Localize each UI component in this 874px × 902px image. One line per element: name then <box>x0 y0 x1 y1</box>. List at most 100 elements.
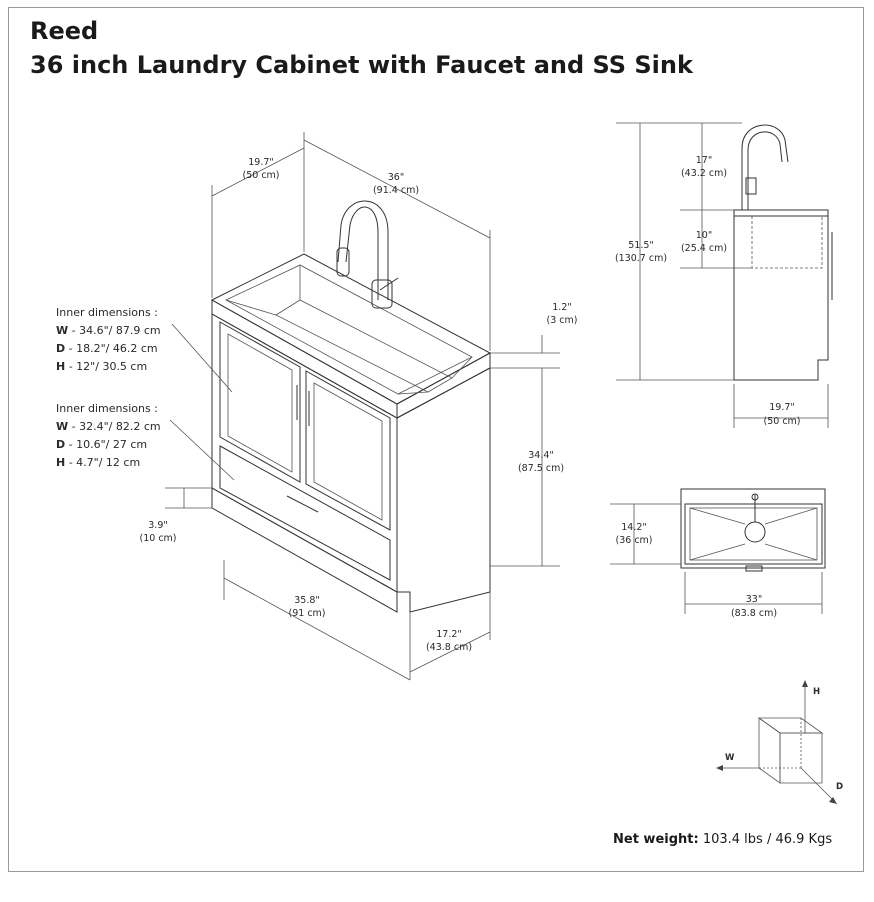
brand-title: Reed <box>30 17 99 45</box>
cabinet-height-label: 34.4" <box>528 450 554 461</box>
toe-kick <box>211 487 398 613</box>
top-drain-outlet <box>745 565 763 572</box>
inner-dimensions-upper: Inner dimensions : W - 34.6"/ 87.9 cm D … <box>56 306 161 373</box>
right-door <box>305 370 391 531</box>
sink-basin-rim <box>225 264 473 395</box>
inner-dimensions-lower: Inner dimensions : W - 32.4"/ 82.2 cm D … <box>56 402 161 469</box>
base-depth-label-cm: (43.8 cm) <box>426 642 472 653</box>
left-door <box>219 321 301 483</box>
depth-top-label-cm: (50 cm) <box>243 170 280 181</box>
net-weight-label: Net weight: <box>613 832 699 847</box>
sink-depth-label-cm: (36 cm) <box>616 535 653 546</box>
cube-face <box>757 717 824 734</box>
drawer-front <box>219 445 391 581</box>
side-faucet-handle <box>745 177 757 195</box>
total-height-label: 51.5" <box>628 240 654 251</box>
base-depth-label: 17.2" <box>436 629 462 640</box>
net-weight-value: 103.4 lbs / 46.9 Kgs <box>698 832 833 847</box>
basin-edge <box>451 356 473 379</box>
base-width-label-cm: (91 cm) <box>289 608 326 619</box>
cabinet-height-label-cm: (87.5 cm) <box>518 463 564 474</box>
w-axis-arrow-icon <box>716 765 723 771</box>
counter-thickness-label: 1.2" <box>552 302 571 313</box>
width-top-dim-line <box>303 139 491 239</box>
depth-top-label: 19.7" <box>248 157 274 168</box>
inner-lower-w: W - 32.4"/ 82.2 cm <box>56 420 161 433</box>
faucet-height-label-cm: (43.2 cm) <box>681 168 727 179</box>
sink-depth-label: 14.2" <box>621 522 647 533</box>
leader-line <box>169 419 235 481</box>
faucet-spout <box>345 206 379 300</box>
inner-upper-w: W - 34.6"/ 87.9 cm <box>56 324 161 337</box>
faucet-base <box>371 279 393 309</box>
toe-kick-label-cm: (10 cm) <box>140 533 177 544</box>
inner-lower-d: D - 10.6"/ 27 cm <box>56 438 147 451</box>
faucet-height-label: 17" <box>696 155 712 166</box>
drawing-frame <box>8 7 864 872</box>
base-width-dim-line <box>223 577 411 681</box>
sink-basin-bottom <box>275 299 453 393</box>
d-axis-label: D <box>836 782 843 792</box>
drawer-handle <box>286 495 319 513</box>
h-axis-label: H <box>813 687 820 697</box>
sink-crease <box>689 507 746 525</box>
countertop-top-face <box>210 253 492 405</box>
leader-line <box>171 323 233 393</box>
top-sink <box>684 503 823 565</box>
d-axis-line <box>800 767 835 802</box>
right-door-panel <box>313 382 383 521</box>
bowl-depth-label: 10" <box>696 230 712 241</box>
sink-crease <box>689 543 746 561</box>
top-sink-inner <box>689 507 818 561</box>
sink-width-label: 33" <box>746 594 762 605</box>
width-top-label: 36" <box>388 172 404 183</box>
cabinet-side <box>396 367 491 613</box>
basin-edge <box>225 299 277 316</box>
top-counter <box>680 488 826 569</box>
axes-cube <box>716 680 837 804</box>
sink-width-label-cm: (83.8 cm) <box>731 608 777 619</box>
product-title: 36 inch Laundry Cabinet with Faucet and … <box>30 51 693 79</box>
front-dimension-lines <box>165 132 560 681</box>
cube-face <box>758 717 781 784</box>
toe-kick-label: 3.9" <box>148 520 167 531</box>
width-top-label-cm: (91.4 cm) <box>373 185 419 196</box>
cabinet-isometric <box>210 200 492 613</box>
depth-top-dim-line <box>211 147 305 197</box>
h-axis-arrow-icon <box>802 680 808 687</box>
inner-lower-h: H - 4.7"/ 12 cm <box>56 456 140 469</box>
inner-lower-heading: Inner dimensions : <box>56 402 158 415</box>
side-basin-hidden <box>751 216 823 269</box>
counter-thickness-label-cm: (3 cm) <box>547 315 578 326</box>
d-axis-arrow-icon <box>829 797 837 804</box>
base-depth-dim-line <box>409 631 491 673</box>
top-view <box>610 488 826 614</box>
sink-crease <box>764 507 818 525</box>
faucet-handle <box>379 277 399 291</box>
side-cabinet <box>733 209 829 381</box>
inner-upper-h: H - 12"/ 30.5 cm <box>56 360 147 373</box>
side-faucet <box>741 124 789 210</box>
side-view <box>616 122 833 428</box>
drain-icon <box>744 521 766 543</box>
countertop-front-face <box>211 299 398 419</box>
side-depth-label-cm: (50 cm) <box>764 416 801 427</box>
sink-crease <box>764 543 818 561</box>
faucet-spout <box>337 200 389 300</box>
side-depth-label: 19.7" <box>769 402 795 413</box>
basin-edge <box>397 391 429 395</box>
left-door-panel <box>227 333 293 473</box>
countertop-side-face <box>396 352 491 419</box>
top-faucet-base <box>751 493 759 501</box>
inner-upper-heading: Inner dimensions : <box>56 306 158 319</box>
side-faucet <box>747 131 783 210</box>
base-width-label: 35.8" <box>294 595 320 606</box>
cabinet-front <box>211 313 398 593</box>
net-weight: Net weight: 103.4 lbs / 46.9 Kgs <box>613 832 832 847</box>
bowl-depth-label-cm: (25.4 cm) <box>681 243 727 254</box>
faucet-head <box>336 247 350 277</box>
total-height-label-cm: (130.7 cm) <box>615 253 667 264</box>
inner-upper-d: D - 18.2"/ 46.2 cm <box>56 342 158 355</box>
w-axis-label: W <box>725 753 735 763</box>
